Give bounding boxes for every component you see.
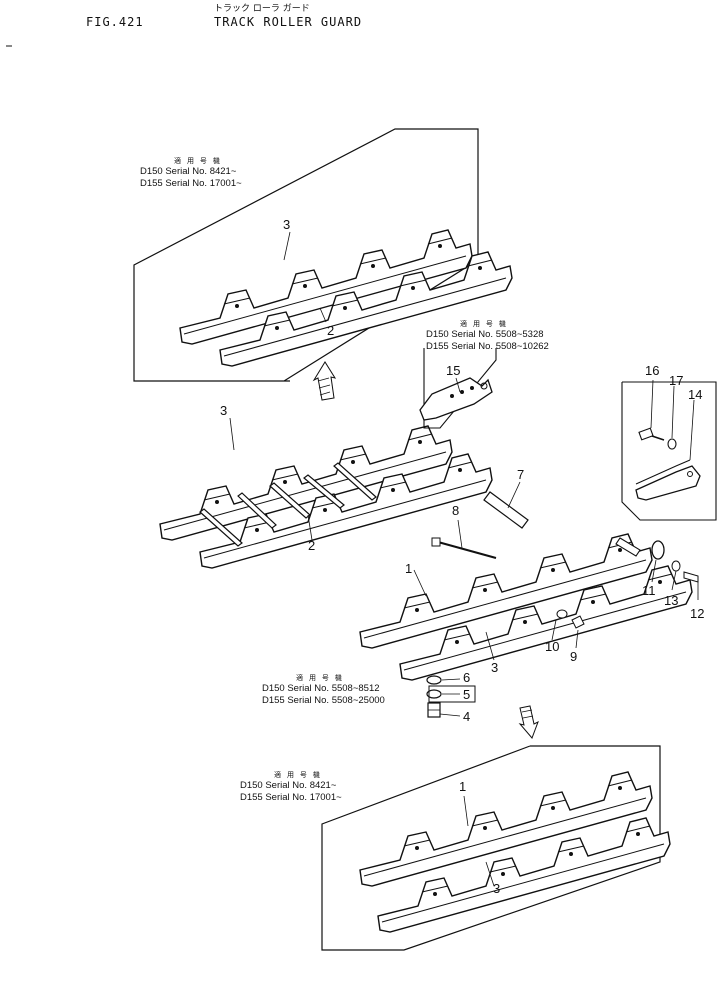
callout-6: 6 (463, 670, 471, 685)
applicability-note-bottom: 適 用 号 機 D150 Serial No. 8421~ D155 Seria… (240, 771, 342, 804)
note-heading: 適 用 号 機 (296, 675, 344, 682)
note-line: D150 Serial No. 8421~ (240, 780, 337, 791)
callout-7: 7 (517, 467, 525, 482)
callout-14: 14 (688, 387, 703, 402)
note-line: D150 Serial No. 8421~ (140, 166, 237, 177)
arrow-up-icon (312, 361, 337, 401)
washer-11 (651, 540, 665, 560)
figure-number: FIG.421 (86, 15, 144, 29)
callout-11: 11 (642, 583, 656, 598)
pin-7 (483, 491, 529, 529)
note-line: D150 Serial No. 5508~5328 (426, 329, 544, 340)
note-line: D150 Serial No. 5508~8512 (262, 683, 380, 694)
fastener-group-456 (426, 675, 476, 718)
callout-5: 5 (463, 687, 471, 702)
callout-3: 3 (491, 660, 499, 675)
callout-15: 15 (446, 363, 461, 378)
callout-3: 3 (283, 217, 291, 232)
note-heading: 適 用 号 機 (274, 772, 322, 779)
bolt-8 (437, 541, 497, 559)
callout-9: 9 (570, 649, 578, 664)
guard-rail-1-lower (359, 533, 653, 649)
note-line: D155 Serial No. 5508~10262 (426, 341, 549, 352)
plate-14-detail (621, 379, 717, 521)
figure-title: TRACK ROLLER GUARD (214, 15, 363, 29)
callout-8: 8 (452, 503, 460, 518)
note-heading: 適 用 号 機 (174, 158, 222, 165)
note-line: D155 Serial No. 17001~ (240, 792, 342, 803)
nut-9 (571, 615, 585, 629)
callout-1: 1 (405, 561, 413, 576)
washer-10 (556, 609, 568, 619)
callout-2: 2 (327, 323, 335, 338)
arrow-down-icon (518, 705, 539, 739)
callout-4: 4 (463, 709, 471, 724)
callout-17: 17 (669, 373, 684, 388)
note-heading: 適 用 号 機 (460, 321, 508, 328)
callout-3: 3 (493, 881, 501, 896)
applicability-note-fasteners: 適 用 号 機 D150 Serial No. 5508~8512 D155 S… (262, 674, 385, 707)
figure-title-japanese: トラック ローラ ガード (214, 4, 310, 14)
callout-1: 1 (459, 779, 467, 794)
bracket-15-assembly (419, 348, 497, 429)
washer-6 (426, 675, 442, 685)
variant-box-bottom (321, 745, 671, 951)
washer-5 (426, 689, 442, 699)
applicability-note-middle: 適 用 号 機 D150 Serial No. 5508~5328 D155 S… (426, 320, 549, 353)
washer-13 (671, 560, 681, 572)
callout-13: 13 (664, 593, 679, 608)
lower-exploded-assembly (359, 481, 699, 681)
callout-12: 12 (690, 606, 705, 621)
variant-box-top (133, 128, 513, 382)
callout-16: 16 (645, 363, 660, 378)
callout-10: 10 (545, 639, 560, 654)
applicability-note-top: 適 用 号 機 D150 Serial No. 8421~ D155 Seria… (140, 157, 242, 190)
note-line: D155 Serial No. 17001~ (140, 178, 242, 189)
main-assembly (159, 417, 493, 569)
note-line: D155 Serial No. 5508~25000 (262, 695, 385, 706)
callout-3: 3 (220, 403, 228, 418)
callout-2: 2 (308, 538, 316, 553)
